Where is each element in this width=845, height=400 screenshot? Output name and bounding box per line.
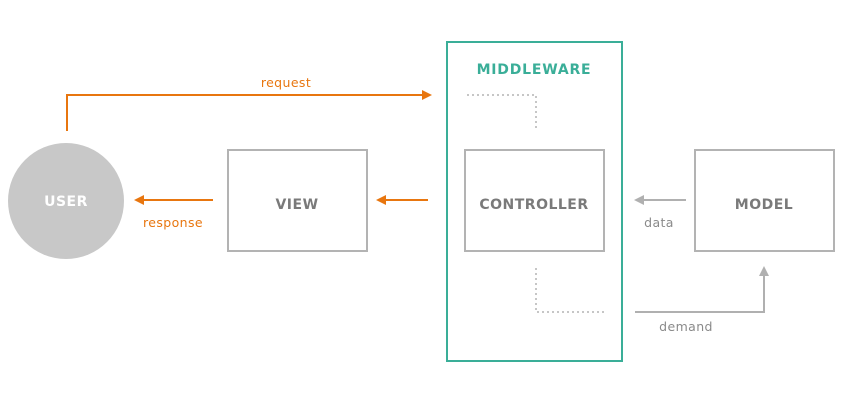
demand-label: demand xyxy=(659,319,713,334)
user-node-label: USER xyxy=(44,194,88,210)
middleware-label: MIDDLEWARE xyxy=(477,62,592,78)
model-node xyxy=(694,149,835,252)
controller-node xyxy=(464,149,605,252)
model-node-label: MODEL xyxy=(735,197,793,213)
view-node xyxy=(227,149,368,252)
request-label: request xyxy=(261,75,311,90)
middleware-dotted-connector-bottom xyxy=(535,268,605,313)
view-node-label: VIEW xyxy=(275,197,318,213)
response-label: response xyxy=(143,215,203,230)
demand-arrow xyxy=(635,266,769,313)
user-node xyxy=(8,143,124,259)
controller-node-label: CONTROLLER xyxy=(479,197,588,213)
middleware-dotted-connector-top xyxy=(467,94,537,131)
request-arrow xyxy=(66,90,432,131)
data-label: data xyxy=(644,215,674,230)
middleware-group-box xyxy=(446,41,623,362)
